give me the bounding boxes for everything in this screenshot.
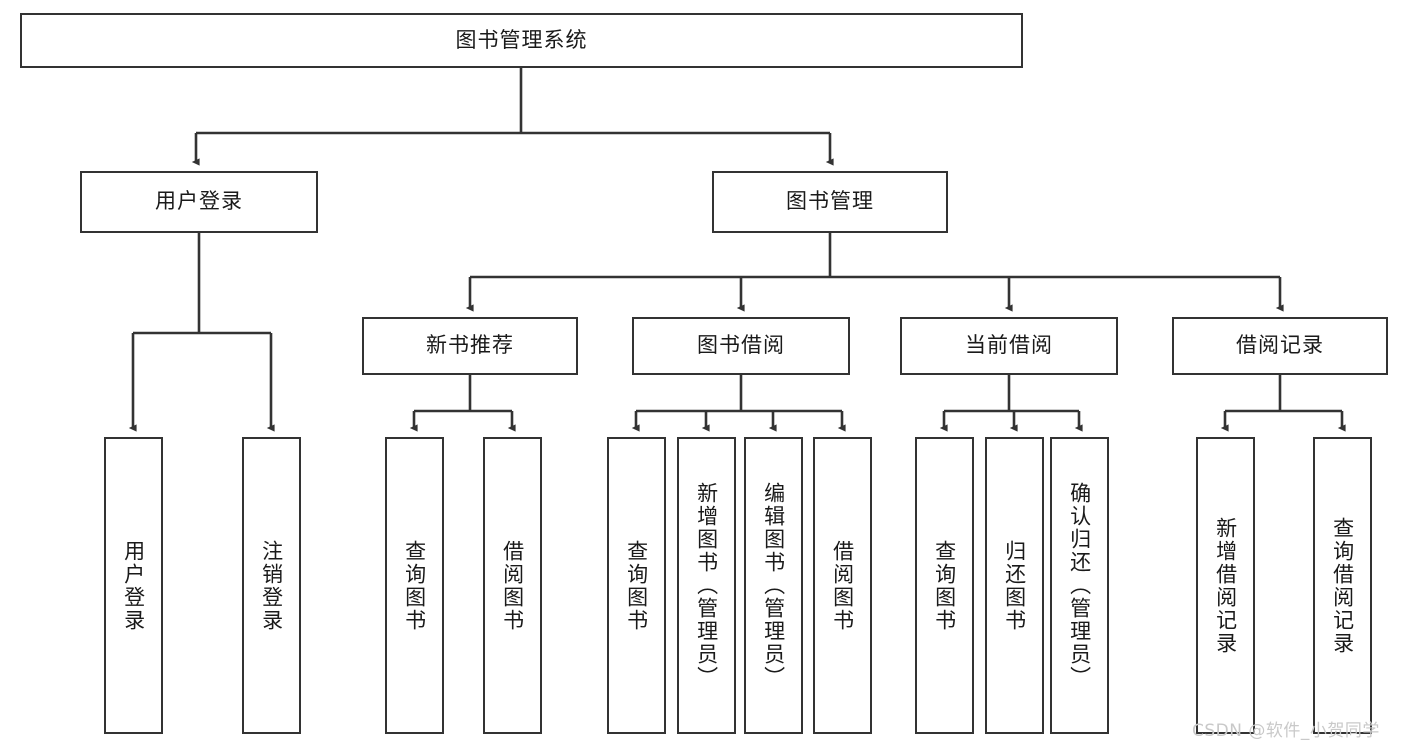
node-leaf-add-borrow-record-label: 新增借阅记录: [1213, 516, 1238, 655]
node-leaf-confirm-return-admin[interactable]: 确认归还（管理员）: [1050, 437, 1109, 734]
node-leaf-query-borrow-record[interactable]: 查询借阅记录: [1313, 437, 1372, 734]
node-book-manage-label: 图书管理: [786, 189, 874, 214]
node-leaf-user-login[interactable]: 用户登录: [104, 437, 163, 734]
node-leaf-confirm-return-admin-label: 确认归还（管理员）: [1067, 482, 1092, 689]
node-leaf-edit-book-admin-label: 编辑图书（管理员）: [761, 482, 786, 689]
node-current-borrow[interactable]: 当前借阅: [900, 317, 1118, 375]
node-leaf-borrow-book-bb-label: 借阅图书: [830, 539, 855, 632]
node-leaf-add-book-admin[interactable]: 新增图书（管理员）: [677, 437, 736, 734]
node-leaf-return-book[interactable]: 归还图书: [985, 437, 1044, 734]
node-leaf-query-book-cb[interactable]: 查询图书: [915, 437, 974, 734]
node-leaf-edit-book-admin[interactable]: 编辑图书（管理员）: [744, 437, 803, 734]
node-leaf-user-logout-label: 注销登录: [259, 539, 284, 632]
node-leaf-return-book-label: 归还图书: [1002, 539, 1027, 632]
node-leaf-query-borrow-record-label: 查询借阅记录: [1330, 516, 1355, 655]
node-borrow-record-label: 借阅记录: [1236, 333, 1324, 358]
node-book-manage[interactable]: 图书管理: [712, 171, 948, 233]
node-user-login-label: 用户登录: [155, 189, 243, 214]
node-leaf-add-borrow-record[interactable]: 新增借阅记录: [1196, 437, 1255, 734]
node-leaf-add-book-admin-label: 新增图书（管理员）: [694, 482, 719, 689]
watermark: CSDN @软件_小贺同学: [1192, 721, 1380, 741]
node-book-borrow[interactable]: 图书借阅: [632, 317, 850, 375]
node-leaf-user-logout[interactable]: 注销登录: [242, 437, 301, 734]
node-user-login[interactable]: 用户登录: [80, 171, 318, 233]
node-leaf-query-book-rec-label: 查询图书: [402, 539, 427, 632]
node-leaf-query-book-bb-label: 查询图书: [624, 539, 649, 632]
node-current-borrow-label: 当前借阅: [965, 333, 1053, 358]
node-leaf-borrow-book-rec-label: 借阅图书: [500, 539, 525, 632]
node-new-book-recommend[interactable]: 新书推荐: [362, 317, 578, 375]
node-new-book-recommend-label: 新书推荐: [426, 333, 514, 358]
node-book-borrow-label: 图书借阅: [697, 333, 785, 358]
node-root-label: 图书管理系统: [455, 27, 588, 52]
node-leaf-borrow-book-rec[interactable]: 借阅图书: [483, 437, 542, 734]
node-leaf-borrow-book-bb[interactable]: 借阅图书: [813, 437, 872, 734]
node-leaf-query-book-rec[interactable]: 查询图书: [385, 437, 444, 734]
node-root[interactable]: 图书管理系统: [20, 13, 1023, 68]
node-borrow-record[interactable]: 借阅记录: [1172, 317, 1388, 375]
node-leaf-query-book-bb[interactable]: 查询图书: [607, 437, 666, 734]
node-leaf-user-login-label: 用户登录: [121, 539, 146, 632]
node-leaf-query-book-cb-label: 查询图书: [932, 539, 957, 632]
